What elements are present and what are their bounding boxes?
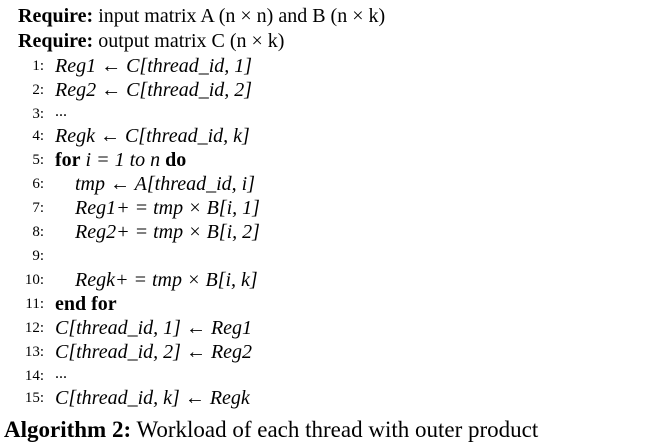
line-number: 8:	[32, 224, 44, 240]
line-code: ...	[55, 103, 67, 120]
line-number: 6:	[32, 176, 44, 192]
algorithm-line: 8: Reg2+ = tmp × B[i, 2]	[0, 222, 646, 246]
for-keyword: for	[55, 149, 81, 171]
loop-range: i = 1 to n	[85, 149, 161, 171]
require-text: output matrix C (n × k)	[98, 30, 285, 52]
line-code: Reg1 ← C[thread_id, 1]	[55, 55, 253, 77]
line-code: C[thread_id, 1] ← Reg1	[55, 317, 253, 339]
caption-text: Workload of each thread with outer produ…	[136, 417, 539, 442]
line-code: Reg1+ = tmp × B[i, 1]	[75, 197, 260, 219]
line-number: 2:	[32, 82, 44, 98]
caption-label: Algorithm 2:	[4, 417, 132, 442]
algorithm-line: 1: Reg1 ← C[thread_id, 1]	[0, 56, 646, 80]
algorithm-line: 12: C[thread_id, 1] ← Reg1	[0, 318, 646, 342]
algorithm-caption: Algorithm 2: Workload of each thread wit…	[4, 418, 538, 441]
require-input: Require: input matrix A (n × n) and B (n…	[18, 6, 385, 26]
line-code: end for	[55, 294, 117, 314]
end-for-keyword: end for	[55, 293, 117, 315]
line-number: 4:	[32, 128, 44, 144]
line-number: 9:	[32, 248, 44, 264]
algorithm-line: 5: for i = 1 to n do	[0, 150, 646, 174]
line-code: C[thread_id, k] ← Regk	[55, 387, 250, 409]
require-text: input matrix A (n × n) and B (n × k)	[98, 5, 386, 27]
line-number: 5:	[32, 152, 44, 168]
require-keyword: Require:	[18, 30, 94, 52]
algorithm-line: 2: Reg2 ← C[thread_id, 2]	[0, 80, 646, 104]
line-code: C[thread_id, 2] ← Reg2	[55, 341, 253, 363]
algorithm-line: 13: C[thread_id, 2] ← Reg2	[0, 342, 646, 366]
algorithm-line: 7: Reg1+ = tmp × B[i, 1]	[0, 198, 646, 222]
line-number: 3:	[32, 106, 44, 122]
line-code: Regk ← C[thread_id, k]	[55, 125, 250, 147]
algorithm-line: 11: end for	[0, 294, 646, 318]
line-number: 14:	[24, 368, 44, 384]
line-code: tmp ← A[thread_id, i]	[75, 173, 256, 195]
line-number: 11:	[25, 296, 44, 312]
algorithm-line: 9:	[0, 246, 646, 270]
require-output: Require: output matrix C (n × k)	[18, 31, 284, 51]
line-number: 7:	[32, 200, 44, 216]
line-number: 13:	[24, 344, 44, 360]
line-code: ...	[55, 365, 67, 382]
algorithm-line: 14:...	[0, 366, 646, 390]
line-number: 15:	[24, 390, 44, 406]
algorithm-line: 10: Regk+ = tmp × B[i, k]	[0, 270, 646, 294]
line-code: for i = 1 to n do	[55, 150, 186, 170]
algorithm-line: 3:...	[0, 104, 646, 128]
line-code: Regk+ = tmp × B[i, k]	[75, 269, 258, 291]
do-keyword: do	[165, 149, 187, 171]
algorithm-line: 6: tmp ← A[thread_id, i]	[0, 174, 646, 198]
line-number: 12:	[24, 320, 44, 336]
algorithm-line: 15: C[thread_id, k] ← Regk	[0, 388, 646, 412]
algorithm-line: 4: Regk ← C[thread_id, k]	[0, 126, 646, 150]
line-code: Reg2 ← C[thread_id, 2]	[55, 79, 253, 101]
line-number: 10:	[24, 272, 44, 288]
require-keyword: Require:	[18, 5, 94, 27]
line-code: Reg2+ = tmp × B[i, 2]	[75, 221, 260, 243]
line-number: 1:	[32, 58, 44, 74]
